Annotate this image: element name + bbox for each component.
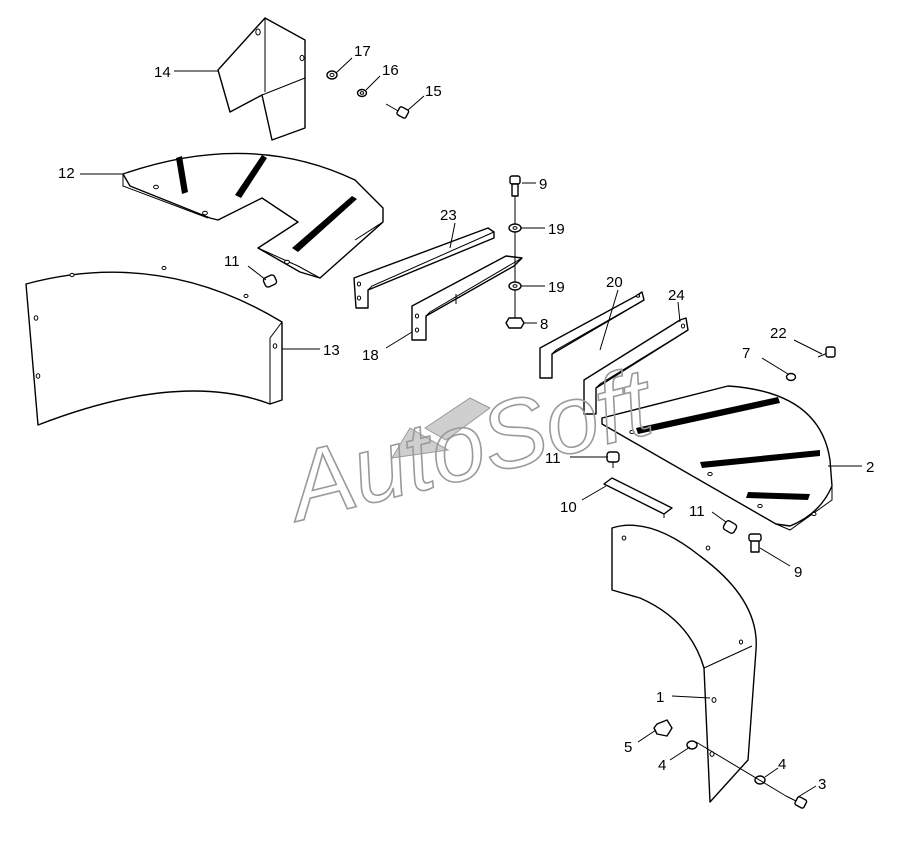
callout-19-lower: 19 <box>548 279 565 296</box>
callout-18: 18 <box>362 347 379 364</box>
watermark-text: AutoSoft <box>273 348 664 543</box>
part-14-deflector-bracket <box>217 17 306 141</box>
part-7-washer <box>785 372 797 382</box>
callout-4-left: 4 <box>658 757 666 774</box>
callout-19-upper: 19 <box>548 221 565 238</box>
part-9-bolt-lower <box>748 533 762 553</box>
callout-10: 10 <box>560 499 577 516</box>
callout-5: 5 <box>624 739 632 756</box>
callout-4-right: 4 <box>778 756 786 773</box>
callout-9-upper: 9 <box>539 176 547 193</box>
callout-20: 20 <box>606 274 623 291</box>
callout-8: 8 <box>540 316 548 333</box>
part-11-cap-nut-upper <box>262 274 278 288</box>
part-24-support-bracket <box>583 317 689 415</box>
callout-16: 16 <box>382 62 399 79</box>
callout-15: 15 <box>425 83 442 100</box>
part-19-washer-lower <box>508 281 522 291</box>
part-18-support-bracket <box>411 255 523 341</box>
callout-11-upper: 11 <box>224 253 240 270</box>
part-2-lower-chute-flange <box>601 385 833 531</box>
leader-lines <box>80 57 862 798</box>
callout-labels: 14 17 16 15 12 9 19 23 11 19 8 13 18 20 … <box>58 43 874 793</box>
callout-22: 22 <box>770 325 787 342</box>
callout-12: 12 <box>58 165 75 182</box>
part-3-bolt <box>785 795 808 809</box>
callout-11-lower: 11 <box>689 503 705 520</box>
callout-3: 3 <box>818 776 826 793</box>
callout-24: 24 <box>668 287 685 304</box>
callout-14: 14 <box>154 64 171 81</box>
part-16-lock-washer <box>356 88 368 98</box>
part-13-curved-deflector <box>25 265 283 426</box>
callout-11-middle: 11 <box>545 450 561 467</box>
part-22-bolt <box>817 346 836 358</box>
callout-13: 13 <box>323 342 340 359</box>
callout-23: 23 <box>440 207 457 224</box>
callout-1: 1 <box>656 689 664 706</box>
part-9-bolt-upper <box>509 175 521 324</box>
part-12-top-chute-flange <box>122 152 384 279</box>
part-8-nut <box>505 317 525 329</box>
callout-2: 2 <box>866 459 874 476</box>
part-11-cap-nut-lower <box>722 520 738 534</box>
part-10-clip <box>603 477 673 518</box>
part-19-washer-upper <box>508 223 522 233</box>
part-1-lower-curved-deflector <box>611 524 757 803</box>
watermark: AutoSoft <box>273 347 666 544</box>
part-5-nut <box>653 719 673 737</box>
callout-7: 7 <box>742 345 750 362</box>
part-17-washer <box>326 70 338 80</box>
part-15-bolt <box>385 103 410 119</box>
part-23-support-bracket <box>353 227 495 309</box>
part-20-support-bracket <box>539 291 645 379</box>
callout-17: 17 <box>354 43 371 60</box>
callout-9-lower: 9 <box>794 564 802 581</box>
